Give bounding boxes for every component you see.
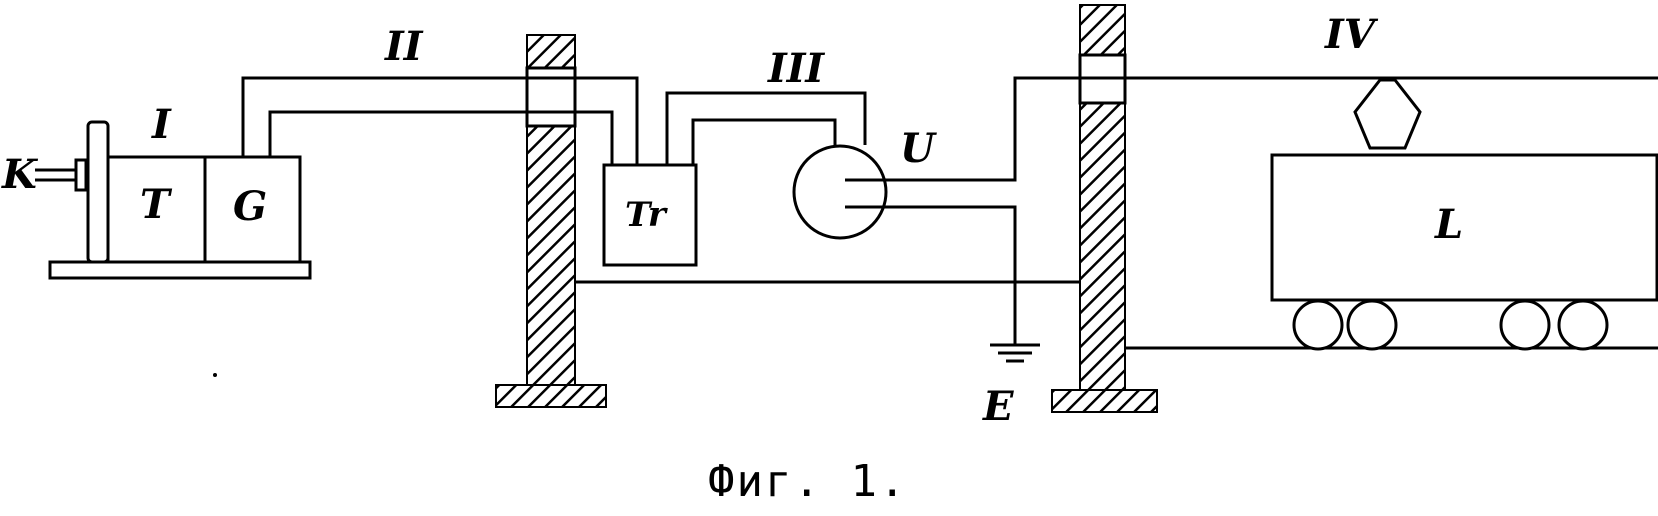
transmission-line-3 — [665, 91, 867, 165]
machine-base — [48, 260, 312, 280]
label-section-2: II — [384, 23, 424, 70]
label-tr: Tr — [625, 195, 668, 235]
generator-box — [203, 155, 302, 264]
label-section-3: III — [767, 45, 825, 92]
converter-output-lines — [845, 76, 1658, 345]
label-e: E — [982, 383, 1014, 430]
wall-left — [495, 34, 607, 408]
wheel-3 — [1499, 299, 1551, 351]
label-t: T — [140, 181, 173, 228]
label-section-4: IV — [1324, 11, 1379, 58]
shaft-input — [35, 158, 88, 192]
transmission-line-2 — [241, 76, 639, 165]
wheel-1 — [1292, 299, 1344, 351]
wall-right — [1051, 4, 1158, 413]
turbine-flange — [86, 120, 110, 264]
transformer-box — [602, 163, 698, 267]
locomotive — [1270, 78, 1658, 351]
pantograph — [1353, 78, 1422, 150]
label-k: K — [1, 151, 39, 198]
stray-dot — [213, 373, 217, 377]
wheel-2 — [1346, 299, 1398, 351]
wheel-4 — [1557, 299, 1609, 351]
earth-ground-icon — [990, 343, 1040, 363]
label-l: L — [1434, 201, 1463, 248]
label-section-1: I — [151, 101, 172, 148]
label-u: U — [900, 125, 937, 172]
locomotive-body — [1270, 153, 1658, 302]
label-g: G — [233, 183, 267, 230]
converter-circle — [792, 144, 888, 240]
figure-caption: Фиг. 1. — [708, 456, 907, 507]
generating-station: K T G I — [1, 101, 312, 280]
